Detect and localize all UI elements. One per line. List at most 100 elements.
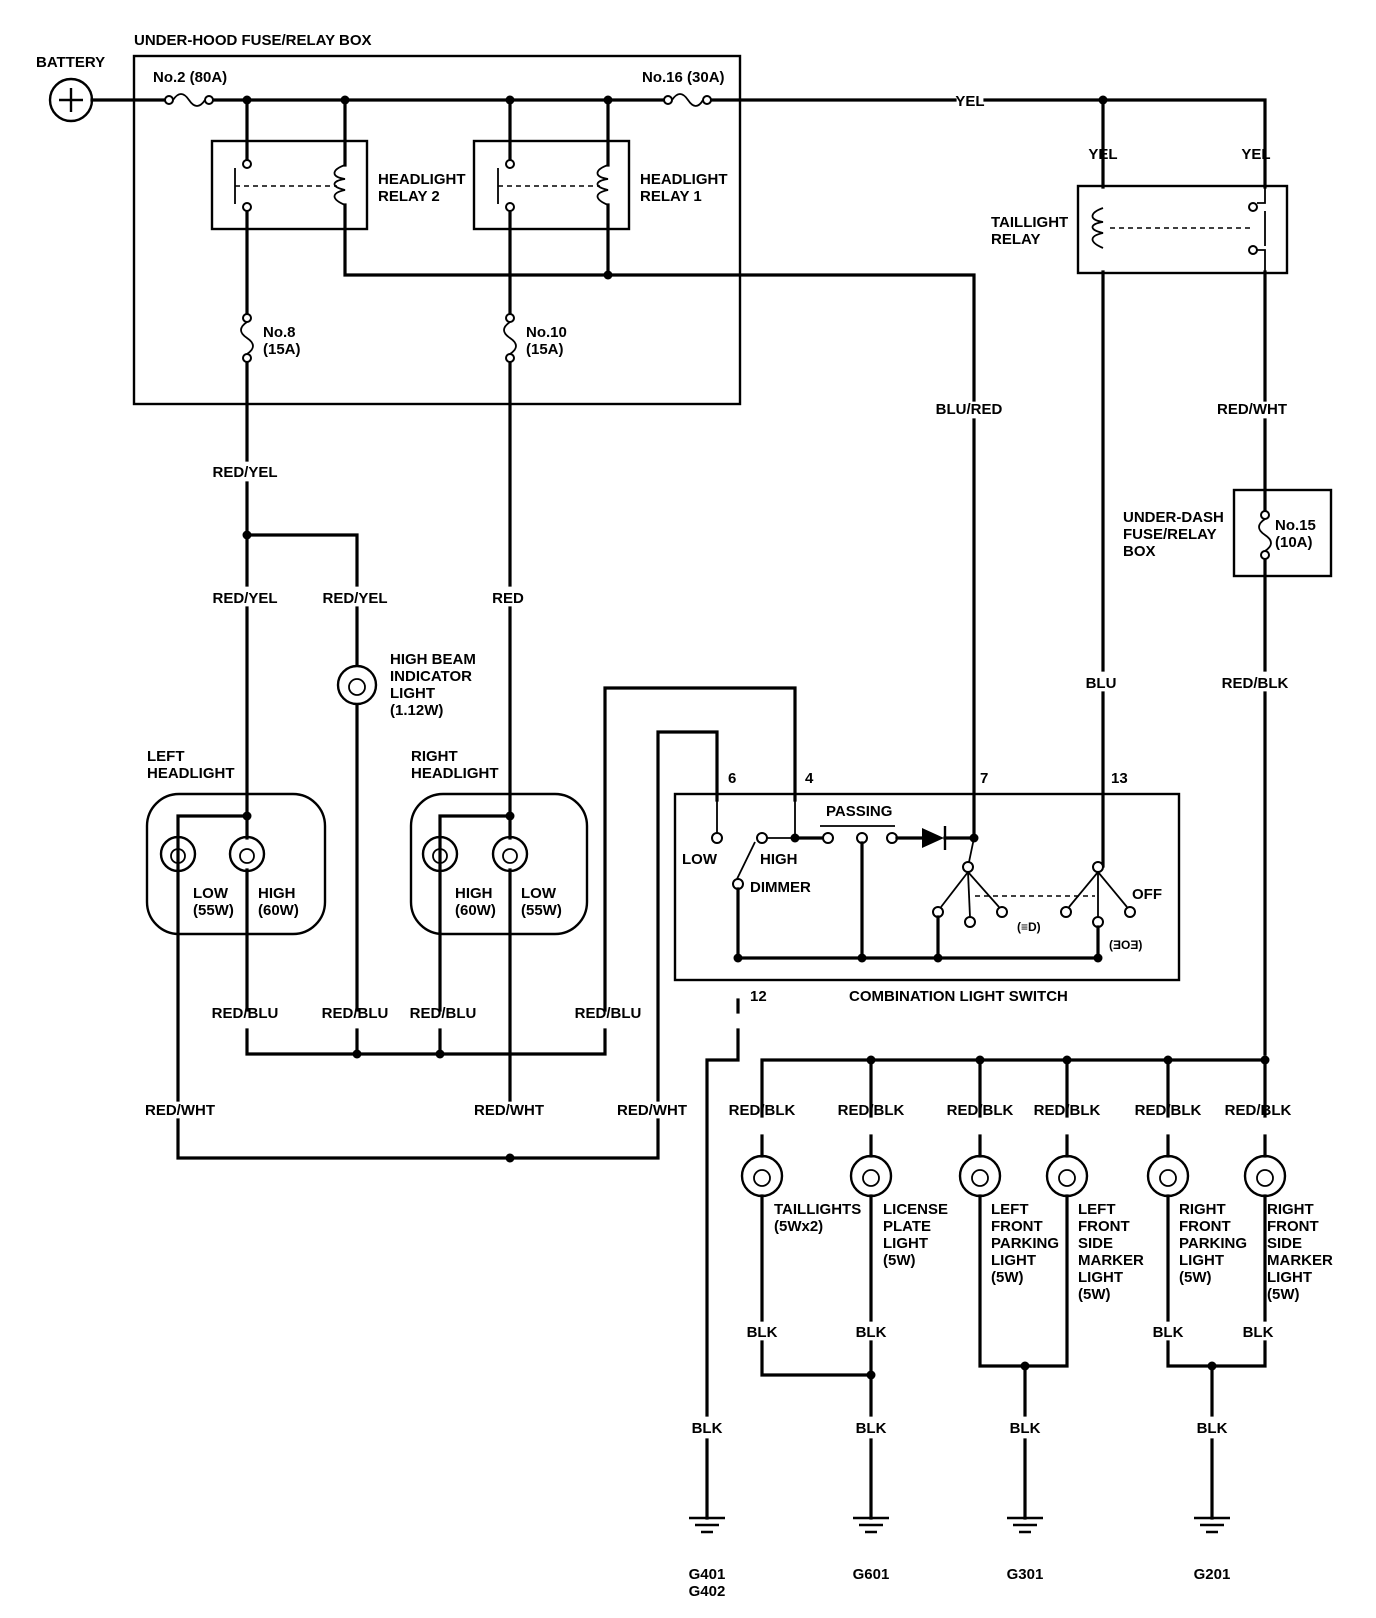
red-blk-label-2: RED/BLK: [838, 1102, 905, 1119]
taillights-label: TAILLIGHTS(5Wx2): [774, 1201, 861, 1235]
blu-red-wire-label: BLU/RED: [936, 401, 1003, 418]
blk-g401-label: BLK: [692, 1420, 723, 1437]
red-wire-label: RED: [492, 590, 524, 607]
left-front-side-marker-light-bulb: [1045, 1154, 1089, 1198]
fuse-no15-label: No.15(10A): [1275, 517, 1316, 551]
fuse-no2-label: No.2 (80A): [153, 69, 227, 86]
high-beam-indicator-bulb: [336, 664, 378, 706]
right-headlight-high-bulb: [421, 835, 459, 873]
dimmer-high-label: HIGH: [760, 851, 798, 868]
switch-pin-12: 12: [750, 988, 767, 1005]
switch-off-label: OFF: [1132, 886, 1162, 903]
red-blk-label-4: RED/BLK: [1034, 1102, 1101, 1119]
left-low-beam-label: LOW(55W): [193, 885, 234, 919]
switch-pin-7: 7: [980, 770, 988, 787]
headlight-position-symbol: (ƎOƎ): [1109, 938, 1142, 952]
battery-label: BATTERY: [36, 54, 105, 71]
right-headlight-low-bulb: [491, 835, 529, 873]
blk-rf-marker-label: BLK: [1243, 1324, 1274, 1341]
red-wht-label-2: RED/WHT: [474, 1102, 544, 1119]
fuse-no15-symbol: [1258, 510, 1272, 560]
wiring: [90, 98, 1267, 1520]
combination-switch-internals: [711, 800, 1136, 960]
blk-g201-label: BLK: [1197, 1420, 1228, 1437]
headlight-relay-2-symbol: [234, 159, 346, 212]
fuse-no8-symbol: [240, 313, 254, 363]
left-headlight-low-bulb: [159, 835, 197, 873]
fuse-no16-symbol: [663, 93, 712, 107]
blk-g301-label: BLK: [1010, 1420, 1041, 1437]
fuse-no8-label: No.8(15A): [263, 324, 301, 358]
ground-g401-symbol: [689, 1516, 725, 1534]
ground-g601-symbol: [853, 1516, 889, 1534]
right-headlight-housing: [409, 792, 589, 936]
switch-pin-13: 13: [1111, 770, 1128, 787]
dimmer-label: DIMMER: [750, 879, 811, 896]
right-high-beam-label: HIGH(60W): [455, 885, 496, 919]
blk-rf-parking-label: BLK: [1153, 1324, 1184, 1341]
red-yel-wire-label: RED/YEL: [212, 464, 277, 481]
switch-pin-4: 4: [805, 770, 814, 787]
blk-taillights-label: BLK: [747, 1324, 778, 1341]
red-blu-label-4: RED/BLU: [575, 1005, 642, 1022]
taillight-relay-symbol: [1091, 187, 1266, 272]
blu-wire-label: BLU: [1086, 675, 1117, 692]
right-low-beam-label: LOW(55W): [521, 885, 562, 919]
red-blk-label-6: RED/BLK: [1225, 1102, 1292, 1119]
combination-light-switch-box: [673, 792, 1181, 982]
yel-main-label: YEL: [955, 93, 984, 110]
switch-pin-6: 6: [728, 770, 736, 787]
red-blu-label-1: RED/BLU: [212, 1005, 279, 1022]
blk-license-label: BLK: [856, 1324, 887, 1341]
fuse-no10-symbol: [503, 313, 517, 363]
parking-position-symbol: (≡D): [1017, 920, 1041, 934]
ground-g601-label: G601: [853, 1566, 890, 1583]
combination-light-switch-label: COMBINATION LIGHT SWITCH: [849, 988, 1068, 1005]
red-blu-label-3: RED/BLU: [410, 1005, 477, 1022]
red-yel-indicator-label: RED/YEL: [322, 590, 387, 607]
red-blu-label-2: RED/BLU: [322, 1005, 389, 1022]
left-headlight-high-bulb: [228, 835, 266, 873]
battery-symbol: [48, 77, 94, 123]
ground-g301-symbol: [1007, 1516, 1043, 1534]
under-hood-fuse-relay-box: [132, 54, 742, 406]
red-blk-label-5: RED/BLK: [1135, 1102, 1202, 1119]
red-blk-top-wire-label: RED/BLK: [1222, 675, 1289, 692]
yel-switch-label: YEL: [1241, 146, 1270, 163]
fuse-no16-label: No.16 (30A): [642, 69, 725, 86]
blk-g601-label: BLK: [856, 1420, 887, 1437]
dimmer-low-label: LOW: [682, 851, 718, 868]
red-blk-label-1: RED/BLK: [729, 1102, 796, 1119]
fuse-no10-label: No.10(15A): [526, 324, 567, 358]
yel-coil-label: YEL: [1088, 146, 1117, 163]
ground-g301-label: G301: [1007, 1566, 1044, 1583]
headlight-relay-1-box: [472, 139, 631, 231]
left-front-parking-light-bulb: [958, 1154, 1002, 1198]
headlight-relay-1-symbol: [497, 159, 609, 212]
license-plate-light-bulb: [849, 1154, 893, 1198]
left-headlight-housing: [145, 792, 327, 936]
under-dash-fuse-relay-box: [1232, 488, 1333, 578]
taillight-relay-box: [1076, 184, 1289, 275]
red-wht-taillight-wire-label: RED/WHT: [1217, 401, 1287, 418]
red-wht-label-3: RED/WHT: [617, 1102, 687, 1119]
ground-g201-symbol: [1194, 1516, 1230, 1534]
red-yel-left-low-label: RED/YEL: [212, 590, 277, 607]
fuse-no2-symbol: [164, 93, 214, 107]
left-high-beam-label: HIGH(60W): [258, 885, 299, 919]
headlight-relay-2-box: [210, 139, 369, 231]
junction-dots: [242, 95, 1270, 1380]
passing-label: PASSING: [826, 803, 892, 820]
ground-g201-label: G201: [1194, 1566, 1231, 1583]
